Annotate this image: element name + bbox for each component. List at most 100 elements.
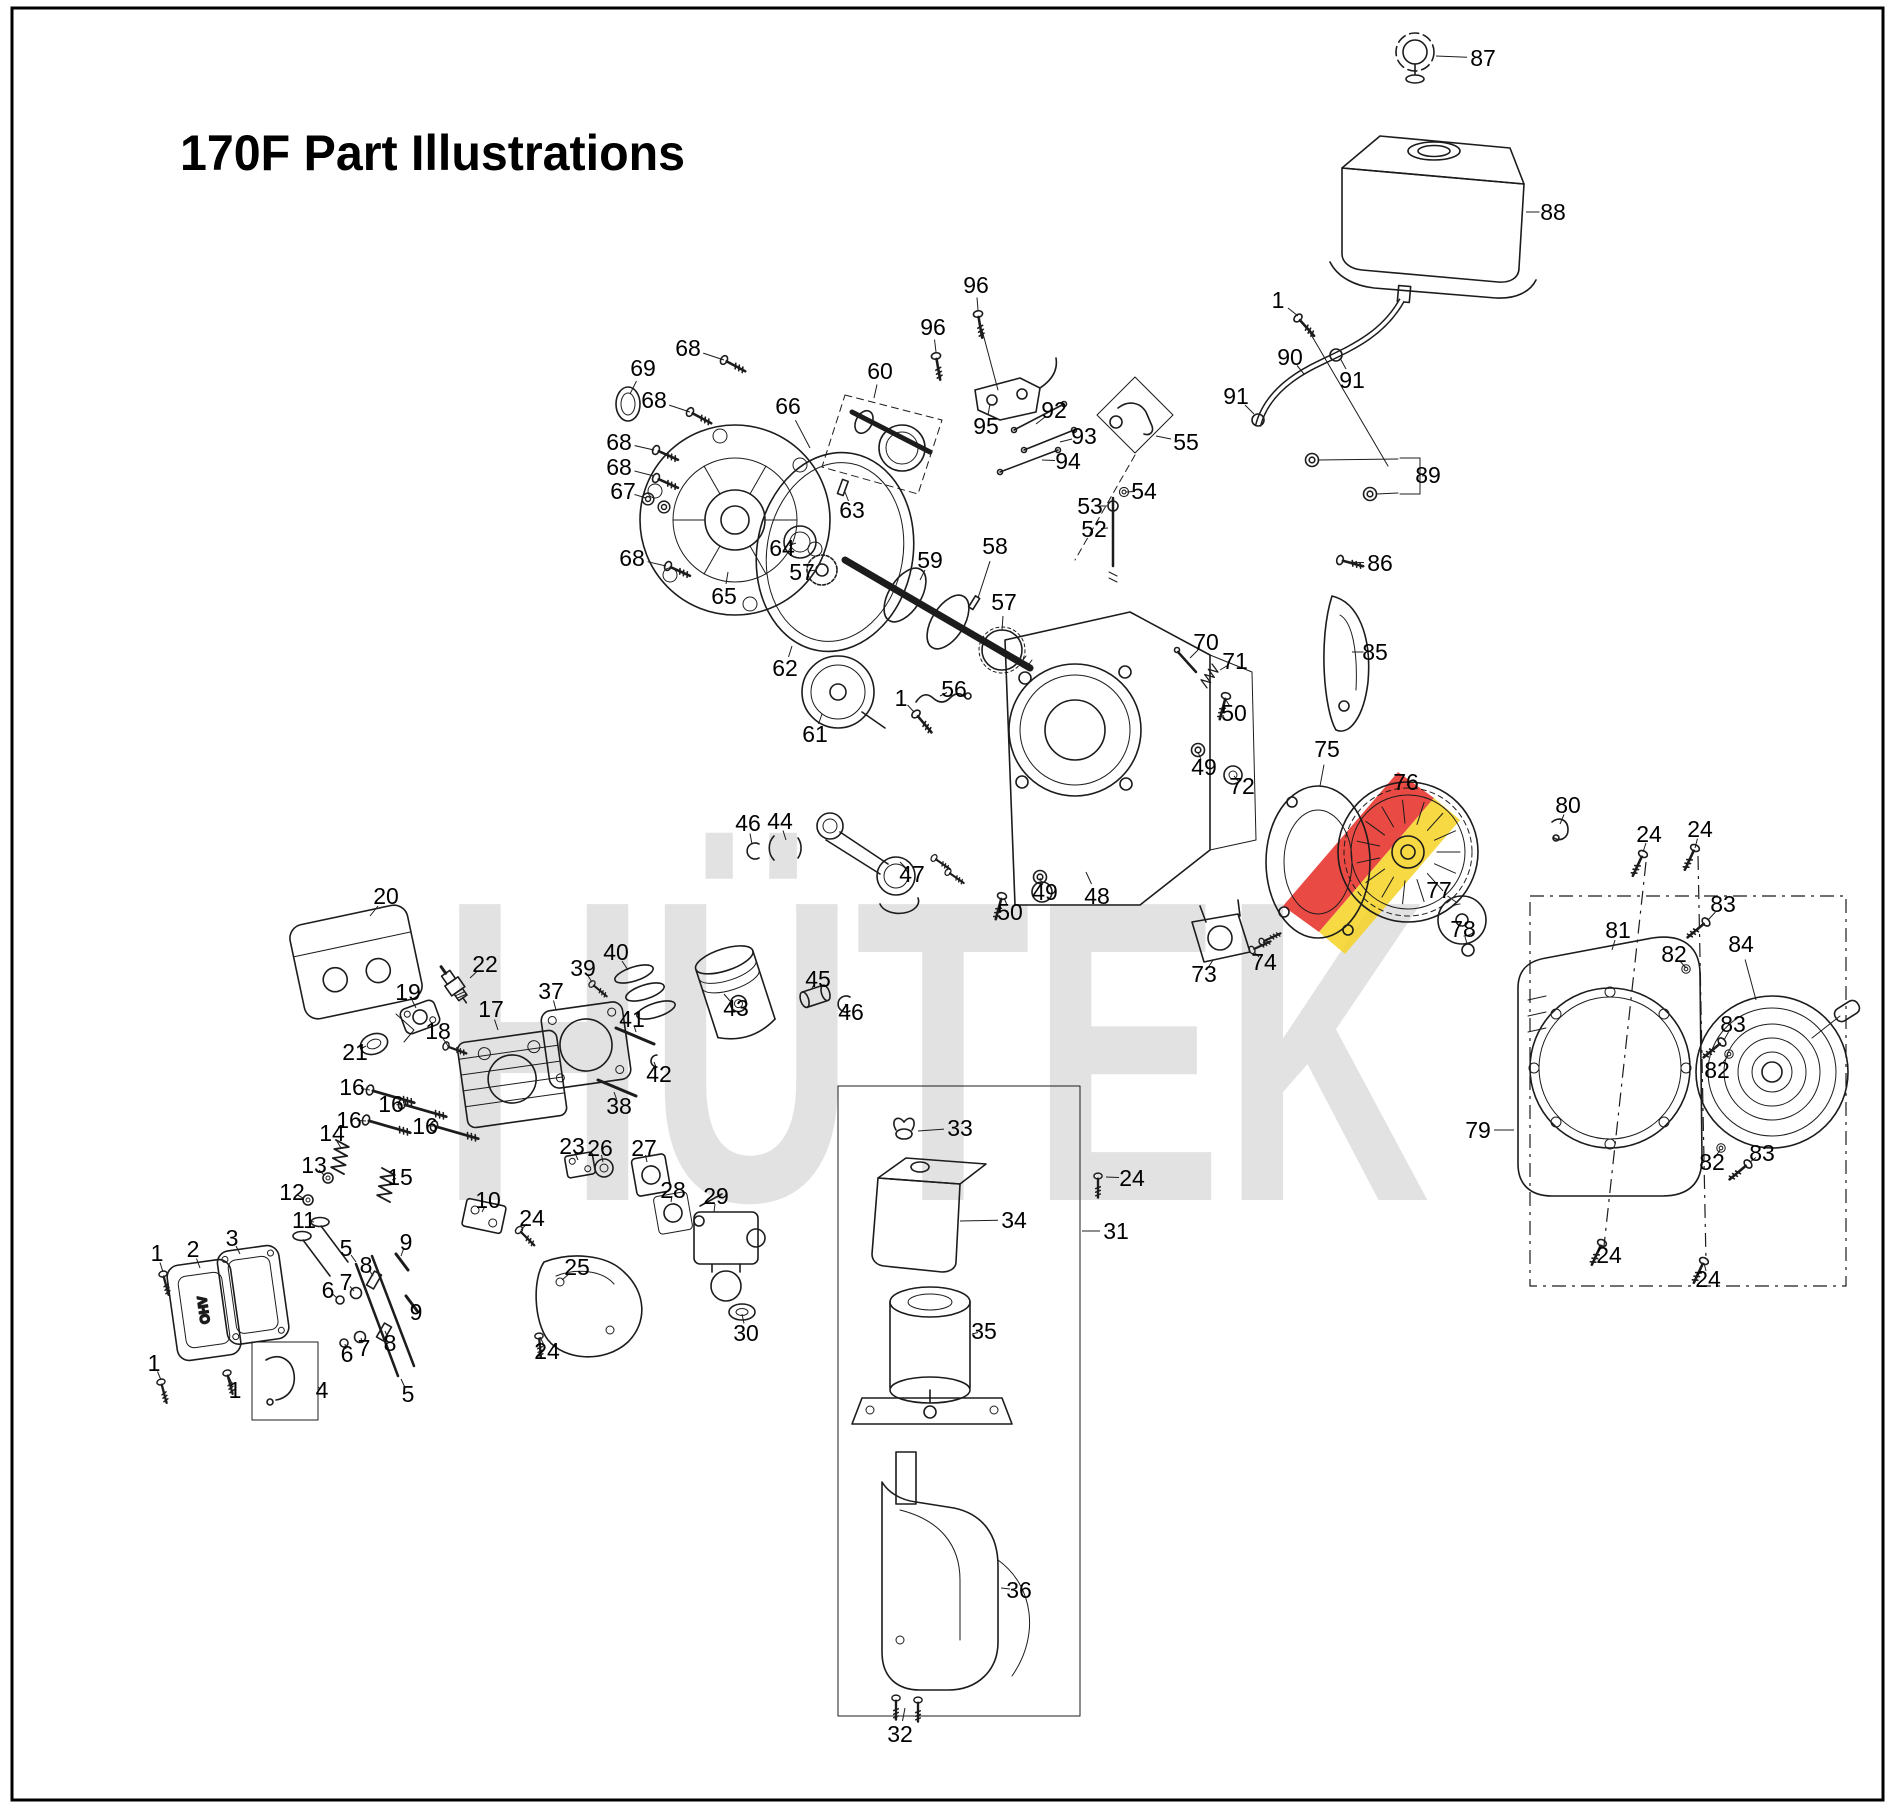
part-number-18: 18 (425, 1018, 451, 1044)
leader-line-24 (1601, 1244, 1606, 1251)
governor-shaft (1107, 486, 1130, 583)
part-number-3: 3 (226, 1225, 239, 1251)
part-number-9: 9 (410, 1299, 423, 1325)
part-number-80: 80 (1555, 792, 1581, 818)
leader-line-49 (1039, 877, 1043, 886)
fan-cover-bolt-holes (1528, 986, 1692, 1150)
leader-line-60 (873, 384, 878, 399)
part-number-27: 27 (631, 1135, 657, 1161)
leader-line-5 (350, 1254, 357, 1263)
leader-line-20 (369, 905, 379, 917)
leader-line-16 (360, 1088, 371, 1091)
leader-line-8 (369, 1270, 374, 1277)
leader-line-80 (1559, 814, 1565, 825)
part-number-68: 68 (675, 335, 701, 361)
leader-line-46 (844, 1003, 849, 1009)
leader-line-3 (235, 1245, 241, 1255)
part-number-30: 30 (733, 1320, 759, 1346)
part-number-24: 24 (534, 1338, 560, 1364)
part-number-33: 33 (947, 1115, 973, 1141)
crankcase-block (1004, 611, 1257, 906)
part-number-77: 77 (1426, 877, 1452, 903)
leader-line-40 (621, 960, 629, 971)
part-number-6: 6 (322, 1277, 335, 1303)
spark-plug (439, 965, 468, 1004)
part-number-83: 83 (1720, 1011, 1746, 1037)
leader-line-56 (939, 692, 948, 697)
leader-line-69 (629, 380, 637, 395)
part-number-5: 5 (402, 1381, 415, 1407)
rocker-plate (461, 1197, 507, 1235)
part-number-69: 69 (630, 355, 656, 381)
leader-line-68 (647, 561, 667, 567)
part-number-61: 61 (802, 721, 828, 747)
leader-line-43 (723, 993, 731, 1002)
leader-line-25 (561, 1273, 570, 1281)
part-number-68: 68 (606, 429, 632, 455)
air-guide-plate (512, 1223, 643, 1360)
cover-screws-1 (155, 1268, 238, 1406)
leader-line-23 (574, 1152, 579, 1161)
muffler (289, 904, 423, 1043)
leader-line-30 (741, 1313, 745, 1324)
leader-line-68 (703, 352, 725, 361)
leader-line-64 (788, 542, 797, 546)
part-number-21: 21 (342, 1039, 368, 1065)
part-number-22: 22 (472, 951, 498, 977)
leader-line-82 (1679, 960, 1687, 969)
part-number-67: 67 (610, 478, 636, 504)
leader-line-1 (157, 1371, 162, 1381)
leader-line-21 (360, 1045, 367, 1050)
leader-line-1 (227, 1374, 232, 1383)
leader-line-7 (349, 1286, 355, 1292)
leader-line-63 (844, 491, 849, 502)
part-number-50: 50 (997, 899, 1023, 925)
crankcase-cover (639, 424, 831, 616)
throttle-bracket (929, 308, 1058, 421)
part-number-57: 57 (991, 589, 1017, 615)
governor-pin-spring (1173, 646, 1243, 785)
leader-line-82 (1715, 1149, 1721, 1157)
part-number-73: 73 (1191, 961, 1217, 987)
pin-clips (746, 842, 851, 1013)
part-number-7: 7 (340, 1269, 353, 1295)
leader-line-14 (336, 1140, 342, 1149)
leader-line-27 (645, 1154, 648, 1163)
part-number-49: 49 (1191, 754, 1217, 780)
leader-line-22 (469, 970, 478, 979)
part-number-24: 24 (519, 1205, 545, 1231)
part-number-74: 74 (1251, 949, 1277, 975)
intake-ring (594, 1158, 614, 1178)
part-number-19: 19 (395, 979, 421, 1005)
part-number-68: 68 (619, 545, 645, 571)
leader-line-45 (811, 983, 816, 989)
part-number-49: 49 (1032, 879, 1058, 905)
bolt-axis-line (1603, 861, 1647, 1247)
part-number-81: 81 (1605, 917, 1631, 943)
leader-line-15 (391, 1178, 397, 1181)
part-number-70: 70 (1193, 629, 1219, 655)
leader-line-58 (977, 561, 991, 599)
part-number-25: 25 (564, 1254, 590, 1280)
part-number-5: 5 (340, 1235, 353, 1261)
part-number-23: 23 (559, 1133, 585, 1159)
leader-line-41 (633, 1025, 637, 1033)
wire-clip (1551, 818, 1569, 842)
part-number-4: 4 (316, 1377, 329, 1403)
part-number-87: 87 (1470, 45, 1496, 71)
part-number-45: 45 (805, 966, 831, 992)
part-number-75: 75 (1314, 736, 1340, 762)
part-number-39: 39 (570, 955, 596, 981)
leader-line-6 (332, 1293, 338, 1299)
leader-line-91 (1339, 357, 1347, 370)
part-number-86: 86 (1367, 550, 1393, 576)
head-hardware (359, 1026, 658, 1145)
watermark-text: HÜTEK (440, 812, 1430, 1292)
leader-line-76 (1406, 783, 1409, 787)
leader-line-50 (1225, 699, 1231, 707)
part-number-24: 24 (1695, 1266, 1721, 1292)
part-number-16: 16 (339, 1074, 365, 1100)
leader-line-91 (1244, 404, 1255, 415)
